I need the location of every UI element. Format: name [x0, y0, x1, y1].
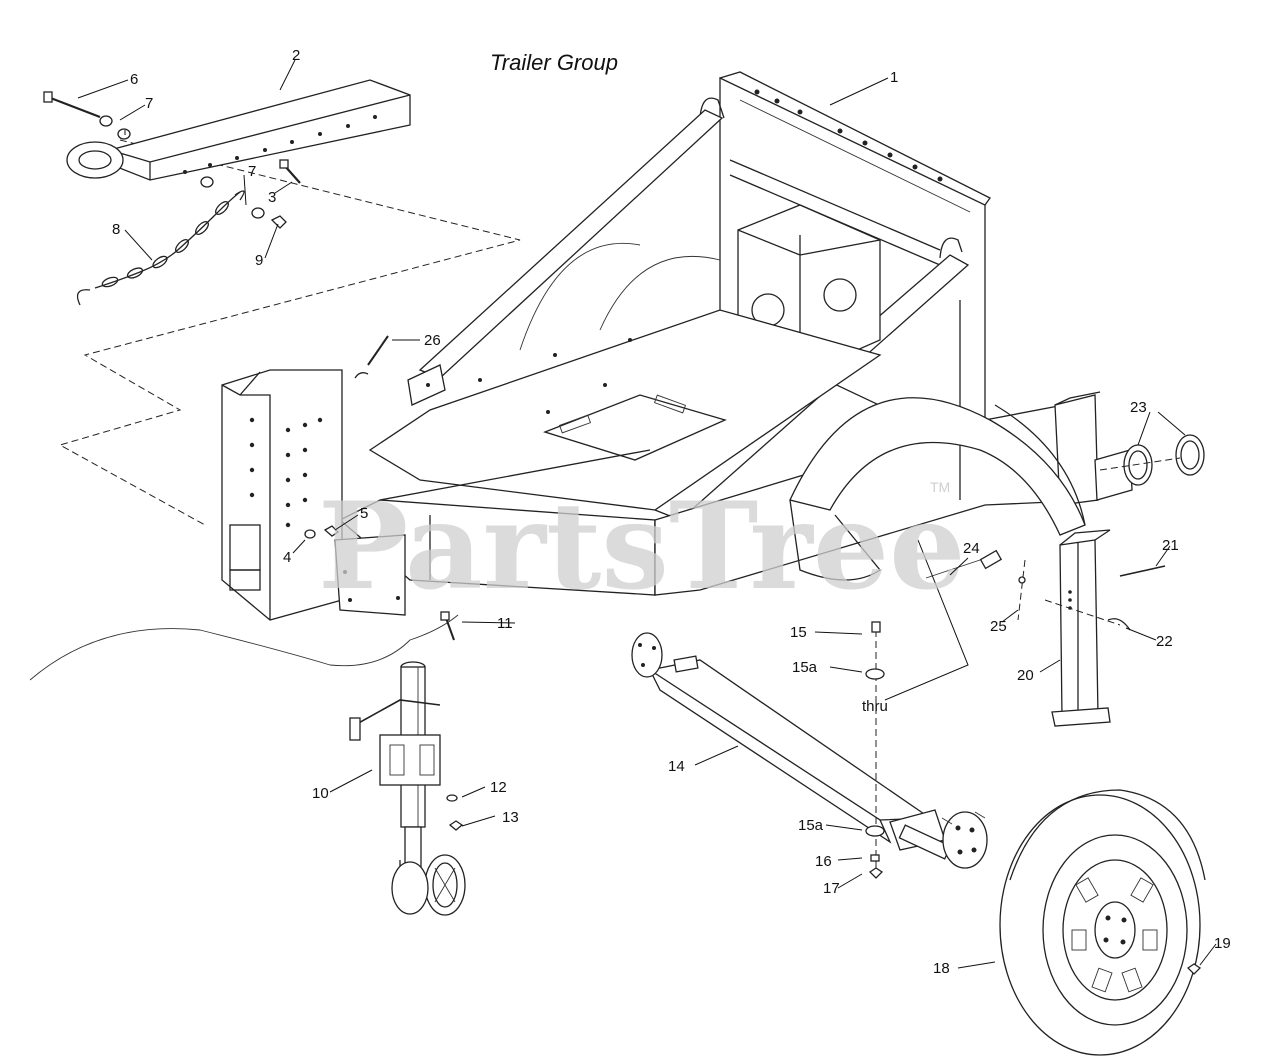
- callout-19: 19: [1214, 935, 1231, 952]
- diagram-title: Trailer Group: [490, 50, 618, 75]
- callout-18: 18: [933, 960, 950, 977]
- jack-mount-bracket: [221, 369, 406, 621]
- callout-thru: thru: [862, 698, 888, 715]
- callout-6: 6: [130, 71, 138, 88]
- axle: [631, 632, 988, 869]
- callout-17: 17: [823, 880, 840, 897]
- safety-chain: [76, 176, 287, 306]
- frame-bolt-holes: [754, 89, 943, 182]
- callout-7-top: 7: [145, 95, 153, 112]
- hitch-bolt: [43, 91, 131, 140]
- callout-16: 16: [815, 853, 832, 870]
- callout-22: 22: [1156, 633, 1173, 650]
- callout-13: 13: [502, 809, 519, 826]
- callout-20: 20: [1017, 667, 1034, 684]
- callout-23: 23: [1130, 399, 1147, 416]
- callout-10: 10: [312, 785, 329, 802]
- watermark: PartsTree: [318, 476, 965, 617]
- callout-15a-top: 15a: [792, 659, 818, 676]
- callout-2: 2: [292, 47, 300, 64]
- callout-9: 9: [255, 252, 263, 269]
- ground-plane-outline: [58, 139, 521, 526]
- wiring-harness: [29, 549, 1003, 681]
- hitch-pin: [354, 335, 389, 379]
- callout-labels: 1 2 3 4 5 6 7 7 8 9 10 11 12 13 14 15 15…: [112, 47, 1231, 977]
- callout-11: 11: [497, 615, 513, 632]
- callout-25: 25: [990, 618, 1007, 635]
- tail-lights: [1099, 434, 1205, 486]
- callout-12: 12: [490, 779, 507, 796]
- jack-mount-holes: [249, 417, 323, 528]
- callout-8: 8: [112, 221, 120, 238]
- thru-bracket: [884, 539, 969, 701]
- fender: [789, 397, 1086, 581]
- callout-1: 1: [890, 69, 898, 86]
- chain-bolt: [279, 159, 301, 184]
- tongue-bolt-holes: [183, 115, 377, 174]
- callout-3: 3: [268, 189, 276, 206]
- callout-21: 21: [1162, 537, 1179, 554]
- callout-15a-bottom: 15a: [798, 817, 824, 834]
- wheel-tire: [999, 789, 1206, 1056]
- leader-lines: [77, 59, 1217, 969]
- tongue-jack: [349, 661, 466, 916]
- callout-15: 15: [790, 624, 807, 641]
- u-bolt-hardware: [865, 621, 885, 879]
- rear-stand: [1044, 529, 1166, 727]
- callout-7-mid: 7: [248, 163, 256, 180]
- grommet: [1017, 559, 1026, 621]
- callout-24: 24: [963, 540, 980, 557]
- hitch-tongue: [66, 79, 411, 181]
- callout-14: 14: [668, 758, 685, 775]
- callout-26: 26: [424, 332, 441, 349]
- callout-5: 5: [360, 505, 368, 522]
- jack-bolt: [440, 611, 455, 641]
- watermark-trademark: TM: [930, 479, 950, 495]
- callout-4: 4: [283, 549, 291, 566]
